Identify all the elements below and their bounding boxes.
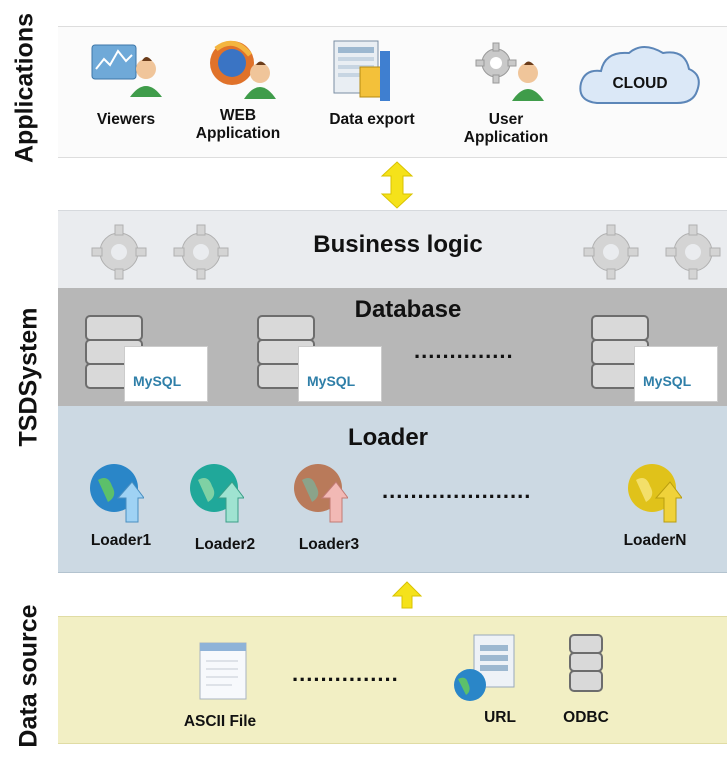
loader-title: Loader — [347, 424, 428, 451]
user-application-label: User Application — [450, 111, 562, 147]
web-application-icon — [210, 40, 276, 99]
loader2-globe-icon — [190, 464, 244, 523]
loader-item-label: Loader1 — [90, 532, 152, 549]
gear-icon — [665, 224, 721, 280]
odbc-label: ODBC — [563, 709, 609, 726]
ascii-file-label: ASCII File — [183, 713, 257, 730]
loader-item-label: Loader2 — [194, 536, 256, 553]
gear-icon — [91, 224, 147, 280]
loader-item-label: LoaderN — [623, 532, 687, 549]
mysql-logo: MySQL — [298, 346, 382, 402]
database-title: Database — [354, 296, 462, 323]
odbc-database-icon — [569, 634, 603, 692]
loader-item-label: Loader3 — [298, 536, 360, 553]
data-export-label: Data export — [329, 111, 415, 128]
mysql-logo-text: MySQL — [307, 373, 356, 389]
business-logic-band: Business logic — [58, 210, 727, 289]
web-label-line2: Application — [195, 125, 281, 142]
applications-band: Viewers WEB Application Data export — [58, 26, 727, 158]
up-arrow-icon — [391, 581, 423, 609]
mysql-logo-text: MySQL — [133, 373, 182, 389]
cloud-icon — [579, 46, 700, 104]
user-label-line2: Application — [463, 129, 549, 146]
data-source-side-label: Data source — [14, 604, 43, 748]
double-arrow-icon — [380, 161, 414, 209]
database-ellipsis: .............. — [414, 338, 514, 363]
tsdsystem-side-label: TSDSystem — [14, 307, 43, 447]
ascii-file-icon — [199, 642, 247, 700]
loader-ellipsis: ..................... — [382, 478, 532, 503]
gear-icon — [583, 224, 639, 280]
applications-side-label: Applications — [10, 12, 39, 164]
viewers-label: Viewers — [96, 111, 156, 128]
loader1-globe-icon — [90, 464, 144, 523]
loader-band: Loader Loader1 Loader2 Loader3 .........… — [58, 406, 727, 573]
gear-icon — [173, 224, 229, 280]
user-application-icon — [475, 42, 544, 101]
url-label: URL — [484, 709, 516, 726]
mysql-logo: MySQL — [634, 346, 718, 402]
data-source-band: ASCII File ............... URL ODBC — [58, 616, 727, 744]
url-icon — [454, 634, 515, 701]
user-label-line1: User — [488, 111, 524, 128]
web-application-label: WEB Application — [186, 107, 290, 143]
data-source-ellipsis: ............... — [292, 661, 399, 686]
data-export-icon — [333, 40, 390, 101]
database-band: Database MySQL MySQL .............. MySQ… — [58, 288, 727, 406]
viewers-icon — [91, 44, 162, 97]
cloud-label: CLOUD — [612, 75, 668, 92]
mysql-logo-text: MySQL — [643, 373, 692, 389]
loader3-globe-icon — [294, 464, 348, 523]
loadern-globe-icon — [628, 464, 682, 523]
mysql-logo: MySQL — [124, 346, 208, 402]
web-label-line1: WEB — [219, 107, 257, 124]
business-logic-title: Business logic — [313, 231, 483, 258]
